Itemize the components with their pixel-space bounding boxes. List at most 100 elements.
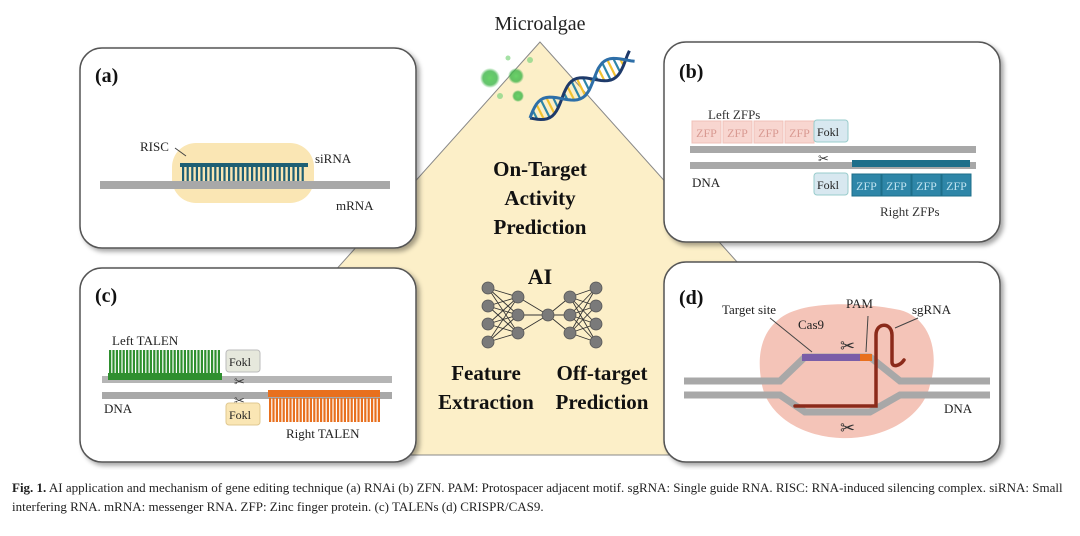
nn-node [511,326,525,340]
left-talen-label: Left TALEN [112,333,179,348]
sirna-tooth [251,167,254,181]
talen-right-stripe [320,398,323,422]
dna-bottom-path [684,391,990,416]
talen-right-stripe [292,398,295,422]
feature-line-1: Feature [451,361,521,385]
helix-rung [612,57,622,73]
dna-label-c: DNA [104,401,133,416]
talen-right-stripe [309,398,312,422]
scissors-icon-d-top: ✂ [840,336,855,356]
talen-left-stripe [214,350,217,374]
talen-right-stripe [286,398,289,422]
nn-node [511,290,525,304]
talen-right-stripe [374,398,377,422]
zfp-box-left-label: ZFP [696,126,717,140]
talen-left-stripe [217,350,220,374]
algae-cell [508,68,524,84]
zfp-box-right-label: ZFP [946,179,967,193]
fokl-top-c [225,349,261,373]
nn-node [481,281,495,295]
nn-node [563,308,577,322]
dna-bottom-strand-c [102,392,392,399]
talen-left-base-top [108,373,222,380]
talen-left-stripe [173,350,176,374]
talen-right-stripe [360,398,363,422]
sirna-tooth [246,167,249,181]
nn-edge [487,296,519,325]
nn-node [563,290,577,304]
algae-cell [505,55,511,61]
sirna-tooth [209,167,212,181]
sirna-teeth [182,167,304,181]
talen-left-stripe [122,350,125,374]
helix-rung [545,97,556,115]
feature-line-2: Extraction [438,390,534,414]
caption-text: AI application and mechanism of gene edi… [12,480,1063,514]
dna-label-b: DNA [692,175,721,190]
sirna-tooth [205,167,208,181]
sirna-tooth [278,167,281,181]
talen-left-stripe [177,350,180,374]
nn-node [589,335,603,349]
talen-right-stripe [326,398,329,422]
talen-right-stripe [313,398,316,422]
talen-left-stripe [119,350,122,374]
panel-a-label: (a) [95,65,118,87]
talen-right-stripe [364,398,367,422]
fokl-bottom [813,172,849,196]
fokl-top [813,119,849,143]
sirna-strand [180,163,308,167]
sirna-tooth [195,167,198,181]
target-site-label: Target site [722,302,776,317]
figure-caption: Fig. 1. AI application and mechanism of … [12,478,1070,516]
zfp-box-left-label: ZFP [758,126,779,140]
talen-left-stripe [156,350,159,374]
talen-left-stripe [139,350,142,374]
fokl-bottom-c [225,402,261,426]
zfp-box-left [722,120,753,144]
dna-top-strand [690,146,976,153]
talen-right-stripe [323,398,326,422]
helix-rung [539,99,551,119]
zfp-box-left [691,120,722,144]
neural-network-icon [481,281,603,349]
pam-label: PAM [846,296,873,311]
sgrna-pointer [894,317,919,329]
right-zfps-label: Right ZFPs [880,204,940,219]
talen-left-stripe [112,350,115,374]
cas9-label: Cas9 [798,317,824,332]
talen-right-stripe [306,398,309,422]
talen-right-stripe [350,398,353,422]
caption-prefix: Fig. 1. [12,480,47,495]
talen-right-base [268,390,380,397]
sirna-tooth [191,167,194,181]
nn-node [541,308,555,322]
sirna-tooth [214,167,217,181]
algae-cell [527,57,533,63]
target-site-bar [802,354,860,361]
helix-rung [582,77,591,91]
algae-cell [512,90,524,102]
helix-rung [566,85,576,101]
sirna-tooth [269,167,272,181]
talen-right-stripe [340,398,343,422]
helix-rung [606,59,617,78]
nn-node [589,299,603,313]
zfp-box-right-label: ZFP [916,179,937,193]
sirna-tooth [260,167,263,181]
nn-edge [487,314,519,343]
zfp-box-right [941,173,972,197]
nn-node [511,308,525,322]
panel-d: (d) Target site Cas9 PAM sgRNA ✂ ✂ DNA [663,261,1001,463]
target-site-pointer [769,317,813,353]
talen-right-stripe [371,398,374,422]
fokl-top-c-label: Fokl [229,355,252,369]
talen-right-stripe [275,398,278,422]
talen-left-stripe [197,350,200,374]
talen-right-stripe [269,398,272,422]
algae-cell [497,93,503,99]
sirna-tooth [182,167,185,181]
panel-b-label: (b) [679,61,703,83]
